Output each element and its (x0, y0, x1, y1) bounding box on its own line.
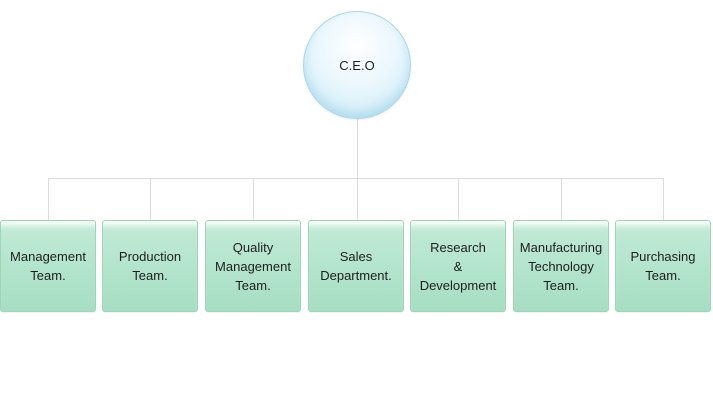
horizontal-connector-line (48, 178, 663, 179)
dept-management-team: Management Team. (0, 220, 96, 312)
branch-line-manufacturing (561, 178, 562, 220)
dept-label: Sales Department. (320, 249, 392, 283)
ceo-node: C.E.O (303, 11, 411, 119)
dept-research-development: Research & Development (410, 220, 506, 312)
branch-line-production (150, 178, 151, 220)
dept-quality-management-team: Quality Management Team. (205, 220, 301, 312)
ceo-connector-line (357, 117, 358, 220)
branch-line-research (458, 178, 459, 220)
ceo-label: C.E.O (339, 57, 375, 73)
dept-manufacturing-technology-team: Manufacturing Technology Team. (513, 220, 609, 312)
dept-label: Purchasing Team. (630, 249, 696, 283)
branch-line-purchasing (663, 178, 664, 220)
dept-purchasing-team: Purchasing Team. (615, 220, 711, 312)
dept-label: Quality Management Team. (215, 239, 291, 293)
dept-production-team: Production Team. (102, 220, 198, 312)
dept-label: Production Team. (118, 249, 182, 283)
branch-line-sales (357, 178, 358, 220)
dept-label: Manufacturing Technology Team. (519, 239, 603, 293)
dept-label: Research & Development (419, 239, 497, 293)
branch-line-management (48, 178, 49, 220)
dept-sales-department: Sales Department. (308, 220, 404, 312)
branch-line-quality (253, 178, 254, 220)
dept-label: Management Team. (10, 249, 86, 283)
